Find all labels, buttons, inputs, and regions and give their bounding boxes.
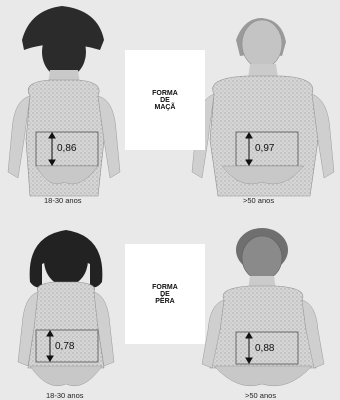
panel-line: DE [152, 97, 178, 104]
waist-hip-ratio: 0,88 [255, 343, 274, 354]
figure-man-older [192, 18, 334, 196]
panel-line: PÊRA [152, 298, 178, 305]
apple-shape-label: FORMA DE MAÇÃ [152, 90, 178, 111]
age-caption: >50 anos [245, 391, 276, 400]
waist-hip-ratio: 0,97 [255, 143, 274, 154]
age-caption: >50 anos [243, 196, 274, 205]
figure-woman-young [18, 230, 114, 386]
age-caption: 18-30 anos [46, 391, 84, 400]
waist-hip-ratio: 0,78 [55, 341, 74, 352]
panel-line: FORMA [152, 284, 178, 291]
panel-line: MAÇÃ [152, 104, 178, 111]
pear-shape-label: FORMA DE PÊRA [152, 284, 178, 305]
pear-shape-panel: FORMA DE PÊRA [125, 244, 205, 344]
age-caption: 18-30 anos [44, 196, 82, 205]
panel-line: FORMA [152, 90, 178, 97]
apple-shape-panel: FORMA DE MAÇÃ [125, 50, 205, 150]
figure-woman-older [202, 228, 324, 386]
figure-man-young [8, 6, 120, 196]
panel-line: DE [152, 291, 178, 298]
waist-hip-ratio: 0,86 [57, 143, 76, 154]
